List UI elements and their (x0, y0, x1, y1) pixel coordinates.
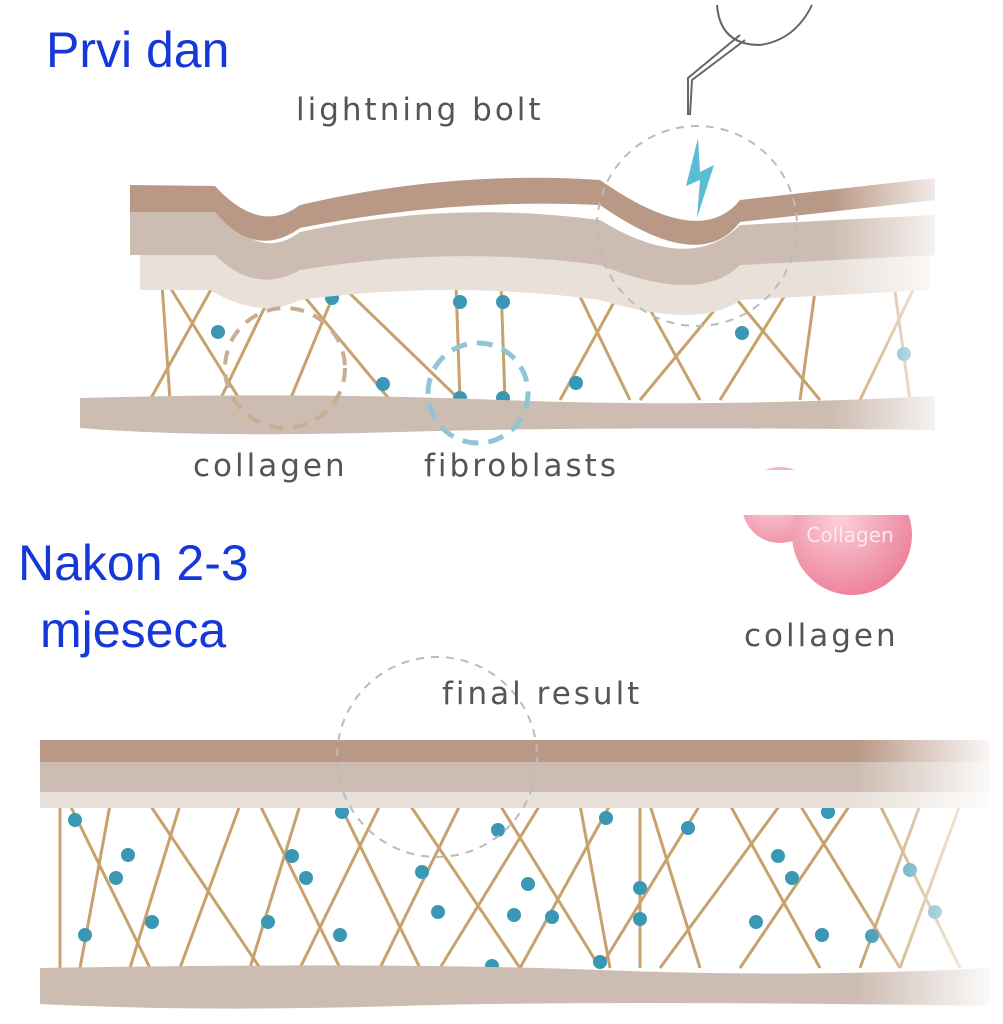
fibroblast-highlight-circle (425, 340, 531, 446)
collagen-bubbles-icon: Collagen (730, 467, 950, 595)
bubble-text: Collagen (806, 523, 893, 547)
collagen-bubble-label: collagen (744, 618, 899, 654)
fibroblasts-label: fibroblasts (424, 448, 619, 484)
lightning-highlight-circle (596, 125, 798, 327)
collagen-label: collagen (193, 448, 348, 484)
fade-overlay (40, 730, 1000, 1020)
final-result-label: final result (442, 676, 643, 712)
heading-first-day: Prvi dan (46, 22, 230, 78)
heading-after-months-line2: mjeseca (40, 602, 227, 658)
collagen-highlight-circle (223, 306, 347, 430)
heading-after-months-line1: Nakon 2-3 (18, 535, 249, 591)
final-result-circle (336, 656, 538, 858)
lightning-bolt-icon (686, 138, 714, 218)
tweezer-hand-icon (687, 4, 813, 116)
lightning-bolt-label: lightning bolt (296, 92, 544, 128)
